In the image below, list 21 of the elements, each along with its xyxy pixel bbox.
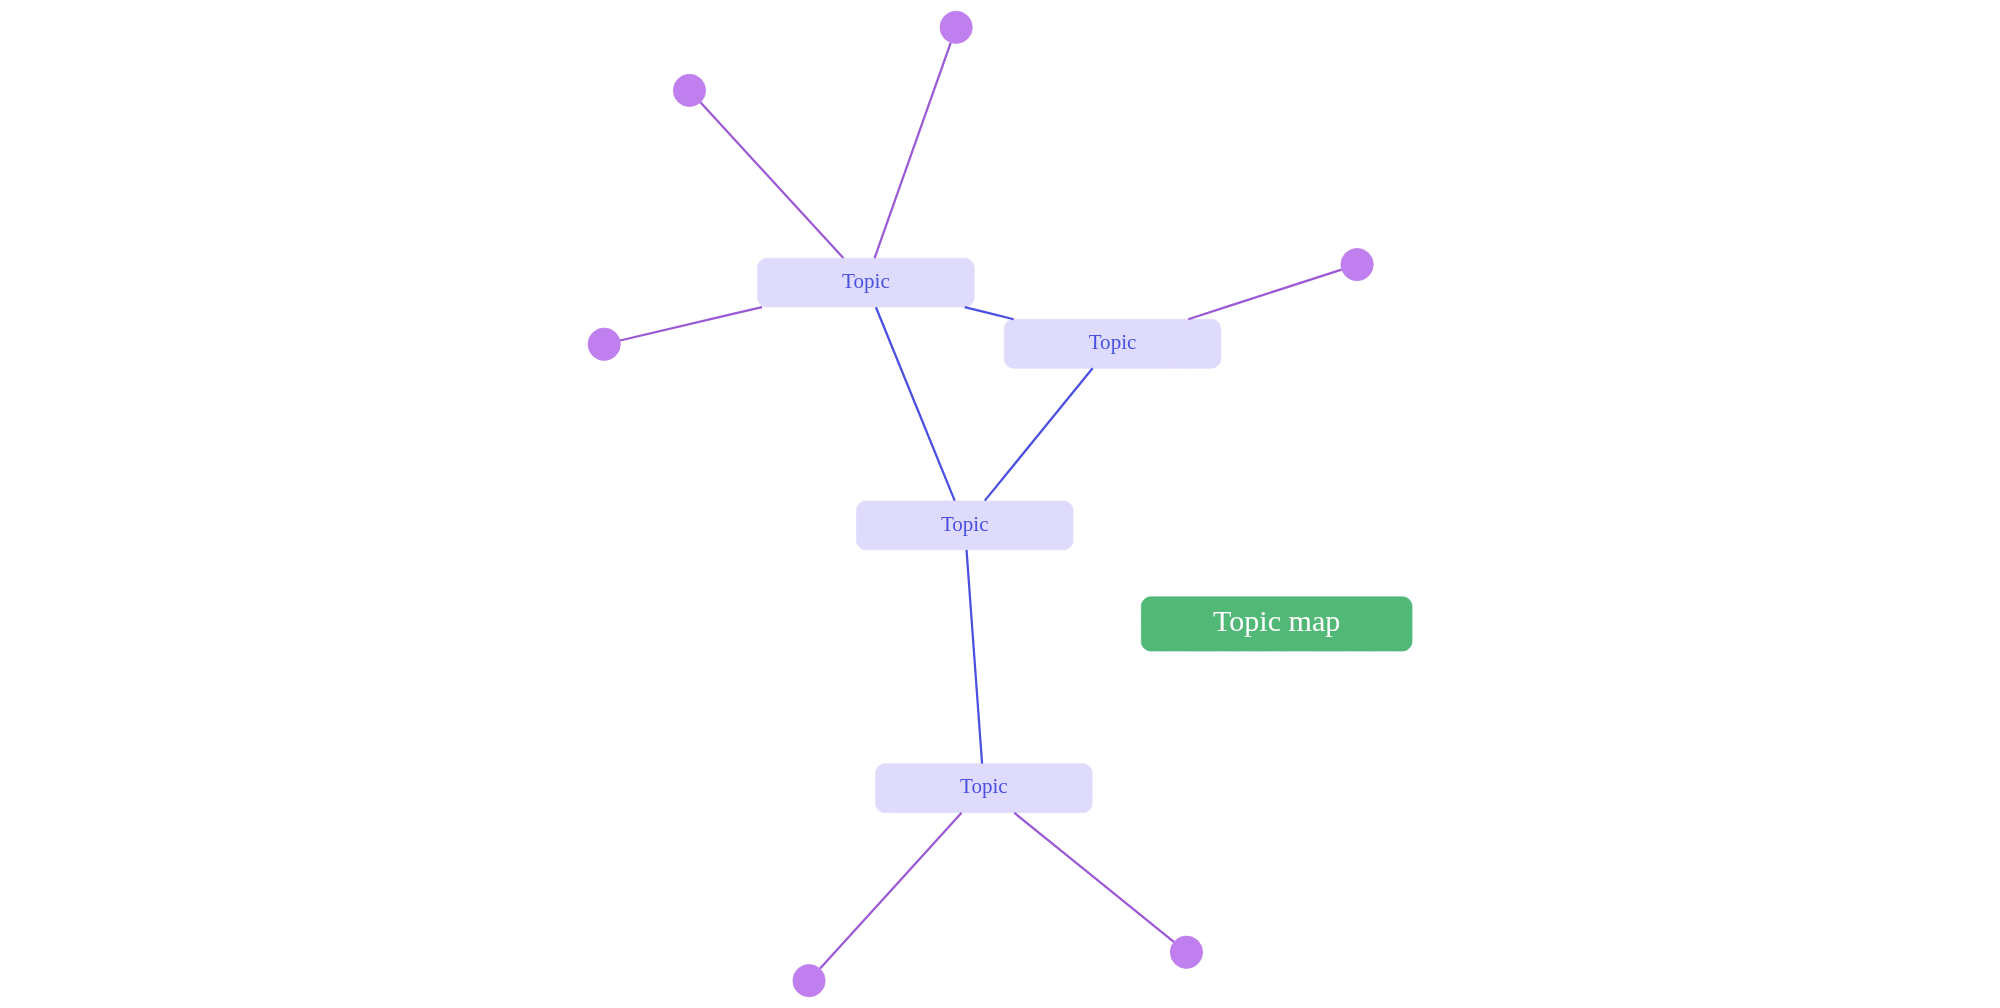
connector [819, 812, 963, 970]
node-box: Topic [856, 500, 1074, 551]
connector [965, 549, 984, 764]
node-circle [1340, 248, 1374, 282]
connector [619, 305, 763, 342]
node-box: Topic [1003, 318, 1222, 369]
connector [983, 367, 1094, 502]
node-circle [1169, 935, 1203, 969]
connector [964, 305, 1014, 321]
connector [874, 306, 956, 502]
node-circle [792, 964, 826, 998]
node-circle [939, 10, 973, 44]
connector [1013, 811, 1175, 943]
connector [699, 101, 845, 259]
node-box: Topic [757, 257, 975, 308]
node-circle [672, 73, 706, 107]
connector [873, 42, 952, 259]
node-circle [587, 327, 621, 361]
connector [1187, 268, 1342, 321]
node-box: Topic [875, 763, 1093, 813]
node-box: Topic map [1140, 596, 1413, 652]
